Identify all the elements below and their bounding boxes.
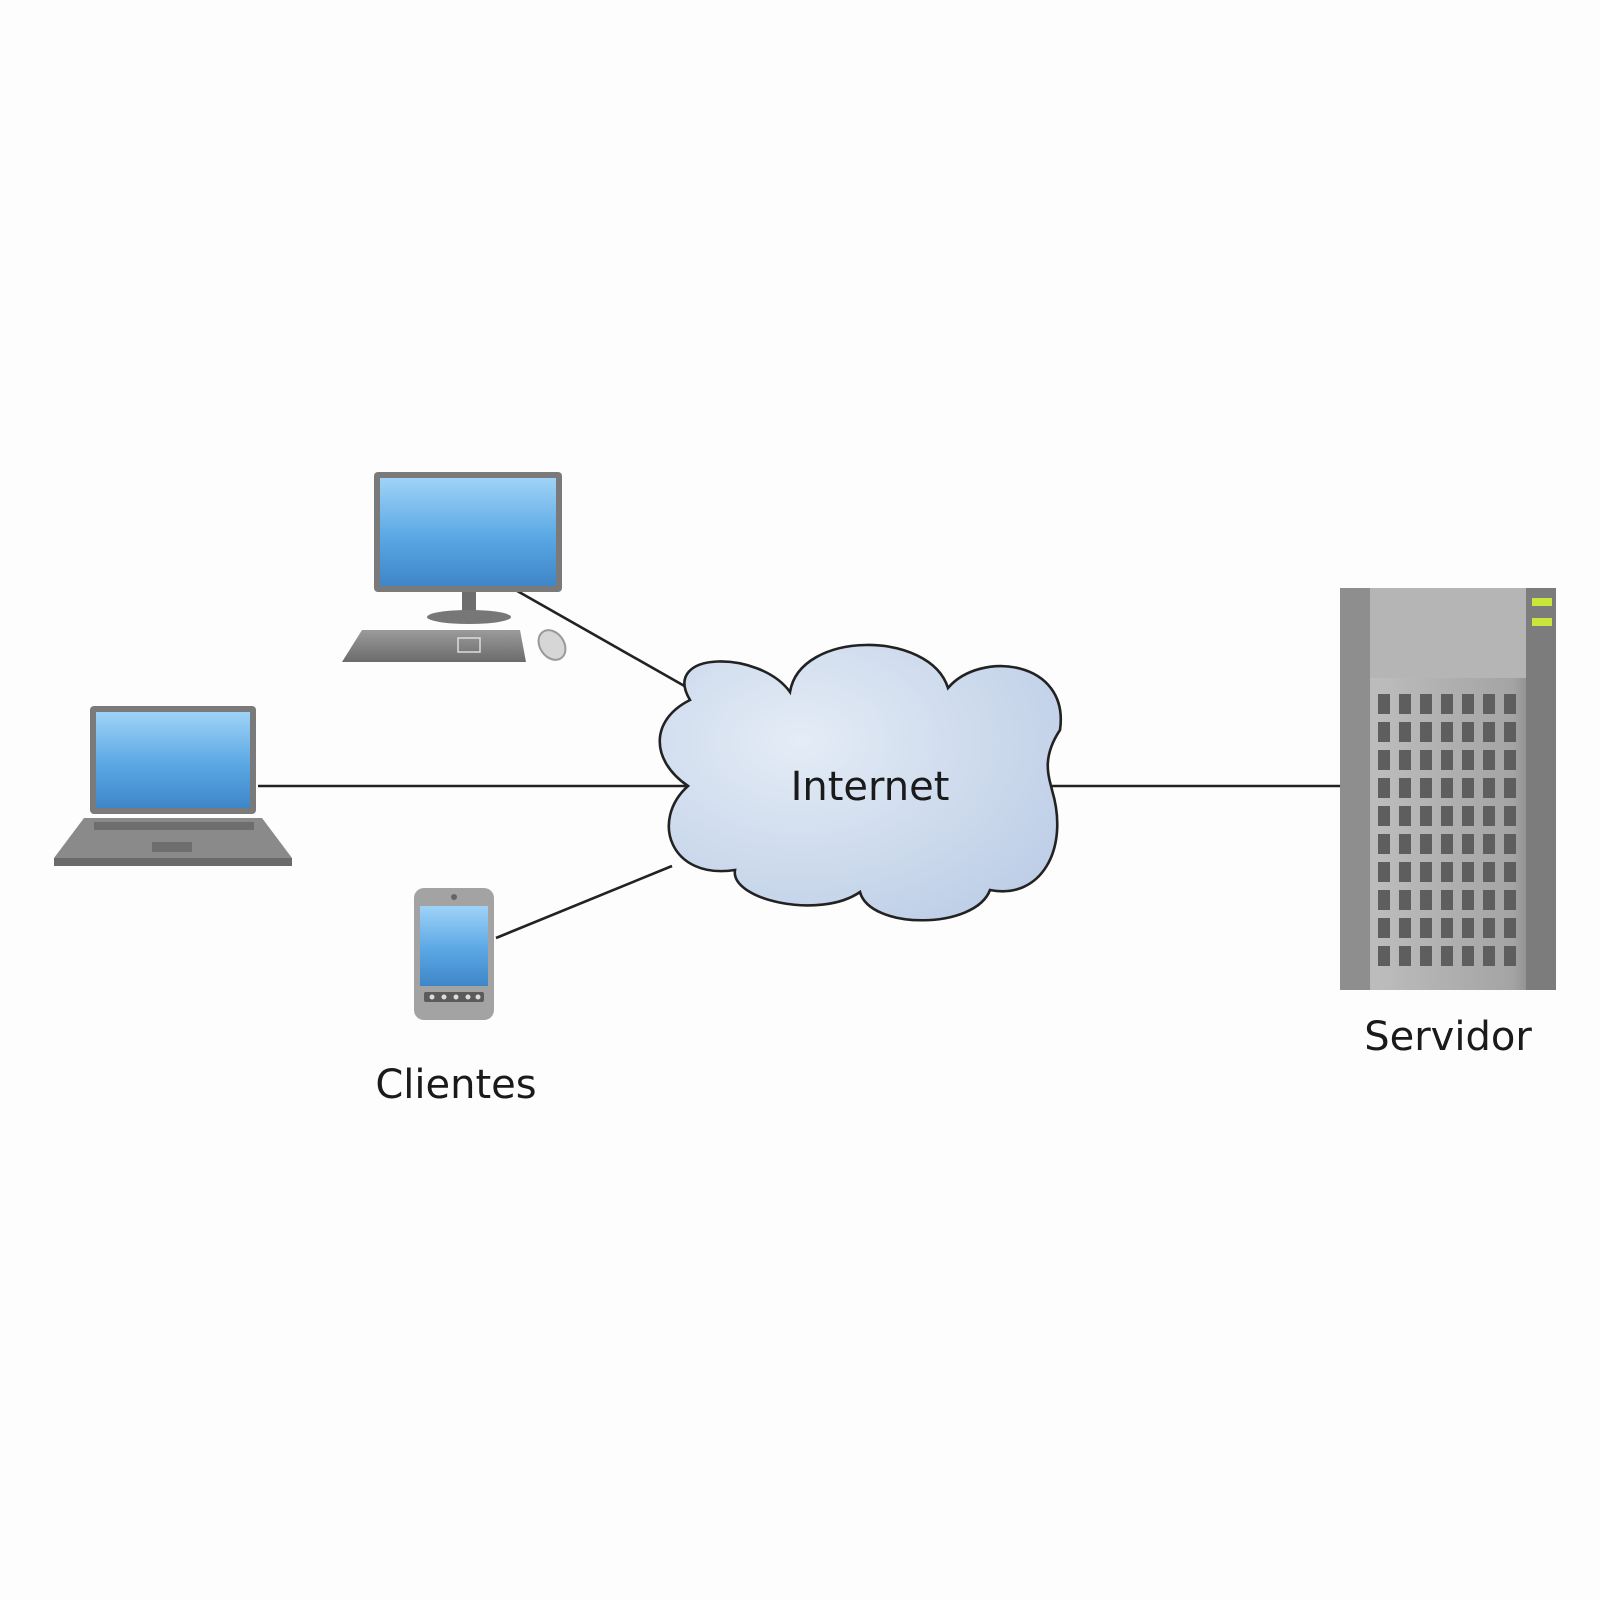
server-vent-slot bbox=[1399, 722, 1411, 742]
clients-label: Clientes bbox=[375, 1062, 536, 1108]
server-vent-slot bbox=[1420, 862, 1432, 882]
server-vent-slot bbox=[1441, 890, 1453, 910]
server-vent-slot bbox=[1399, 778, 1411, 798]
link-smartphone-internet bbox=[495, 864, 673, 940]
server-vent-slot bbox=[1378, 946, 1390, 966]
server-vent-slot bbox=[1399, 946, 1411, 966]
server-label: Servidor bbox=[1364, 1014, 1532, 1060]
desktop-computer-icon bbox=[342, 472, 567, 662]
server-vent-slot bbox=[1441, 722, 1453, 742]
server-vent-slot bbox=[1483, 722, 1495, 742]
server-vent-slot bbox=[1420, 694, 1432, 714]
server-vent-slot bbox=[1504, 834, 1516, 854]
server-vent-slot bbox=[1420, 946, 1432, 966]
server-vent-slot bbox=[1378, 890, 1390, 910]
server-vent-slot bbox=[1420, 918, 1432, 938]
server-vent-slot bbox=[1378, 778, 1390, 798]
server-vent-slot bbox=[1420, 750, 1432, 770]
server-vent-slot bbox=[1399, 694, 1411, 714]
server-vent-slot bbox=[1504, 890, 1516, 910]
cloud-icon bbox=[658, 643, 1063, 922]
link-desktop-internet bbox=[511, 586, 689, 690]
server-vent-slot bbox=[1399, 862, 1411, 882]
server-vent-slot bbox=[1441, 694, 1453, 714]
server-vent-slot bbox=[1462, 918, 1474, 938]
server-vent-slot bbox=[1378, 694, 1390, 714]
smartphone-icon bbox=[414, 888, 494, 1020]
server-vent-slot bbox=[1378, 806, 1390, 826]
server-vent-slot bbox=[1504, 778, 1516, 798]
server-vent-slot bbox=[1420, 778, 1432, 798]
server-vent-slot bbox=[1378, 722, 1390, 742]
server-vent-slot bbox=[1420, 890, 1432, 910]
server-vent-slot bbox=[1462, 946, 1474, 966]
server-vent-slot bbox=[1483, 806, 1495, 826]
server-vent-slot bbox=[1504, 946, 1516, 966]
server-vent-slot bbox=[1420, 722, 1432, 742]
server-vent-slot bbox=[1462, 890, 1474, 910]
server-vent-slot bbox=[1462, 750, 1474, 770]
server-vent-slot bbox=[1399, 890, 1411, 910]
server-vent-slot bbox=[1504, 722, 1516, 742]
server-vent-slot bbox=[1504, 806, 1516, 826]
server-vent-slot bbox=[1378, 918, 1390, 938]
server-vent-slot bbox=[1483, 750, 1495, 770]
server-vent-slot bbox=[1441, 918, 1453, 938]
server-vent-slot bbox=[1483, 834, 1495, 854]
server-vent-slot bbox=[1399, 834, 1411, 854]
server-vent-slot bbox=[1483, 890, 1495, 910]
server-vent-slot bbox=[1504, 918, 1516, 938]
server-vent-slot bbox=[1420, 806, 1432, 826]
server-vent-slot bbox=[1441, 834, 1453, 854]
server-vent-slot bbox=[1399, 918, 1411, 938]
server-vent-slot bbox=[1462, 806, 1474, 826]
server-tower-icon bbox=[1340, 588, 1556, 990]
server-vent-slot bbox=[1441, 946, 1453, 966]
server-vent-slot bbox=[1378, 750, 1390, 770]
server-vent-slot bbox=[1399, 750, 1411, 770]
server-vent-slot bbox=[1483, 694, 1495, 714]
server-vent-grid bbox=[1378, 694, 1516, 966]
server-vent-slot bbox=[1420, 834, 1432, 854]
server-vent-slot bbox=[1399, 806, 1411, 826]
server-vent-slot bbox=[1462, 834, 1474, 854]
server-vent-slot bbox=[1483, 778, 1495, 798]
server-vent-slot bbox=[1378, 834, 1390, 854]
server-vent-slot bbox=[1462, 722, 1474, 742]
server-vent-slot bbox=[1441, 862, 1453, 882]
server-vent-slot bbox=[1462, 694, 1474, 714]
server-vent-slot bbox=[1378, 862, 1390, 882]
server-vent-slot bbox=[1441, 750, 1453, 770]
server-vent-slot bbox=[1483, 918, 1495, 938]
server-vent-slot bbox=[1504, 750, 1516, 770]
server-vent-slot bbox=[1483, 862, 1495, 882]
laptop-icon bbox=[54, 706, 292, 866]
server-vent-slot bbox=[1483, 946, 1495, 966]
server-vent-slot bbox=[1441, 778, 1453, 798]
server-vent-slot bbox=[1504, 862, 1516, 882]
cloud-label: Internet bbox=[791, 764, 950, 810]
server-vent-slot bbox=[1462, 862, 1474, 882]
server-vent-slot bbox=[1462, 778, 1474, 798]
server-vent-slot bbox=[1441, 806, 1453, 826]
server-vent-slot bbox=[1504, 694, 1516, 714]
